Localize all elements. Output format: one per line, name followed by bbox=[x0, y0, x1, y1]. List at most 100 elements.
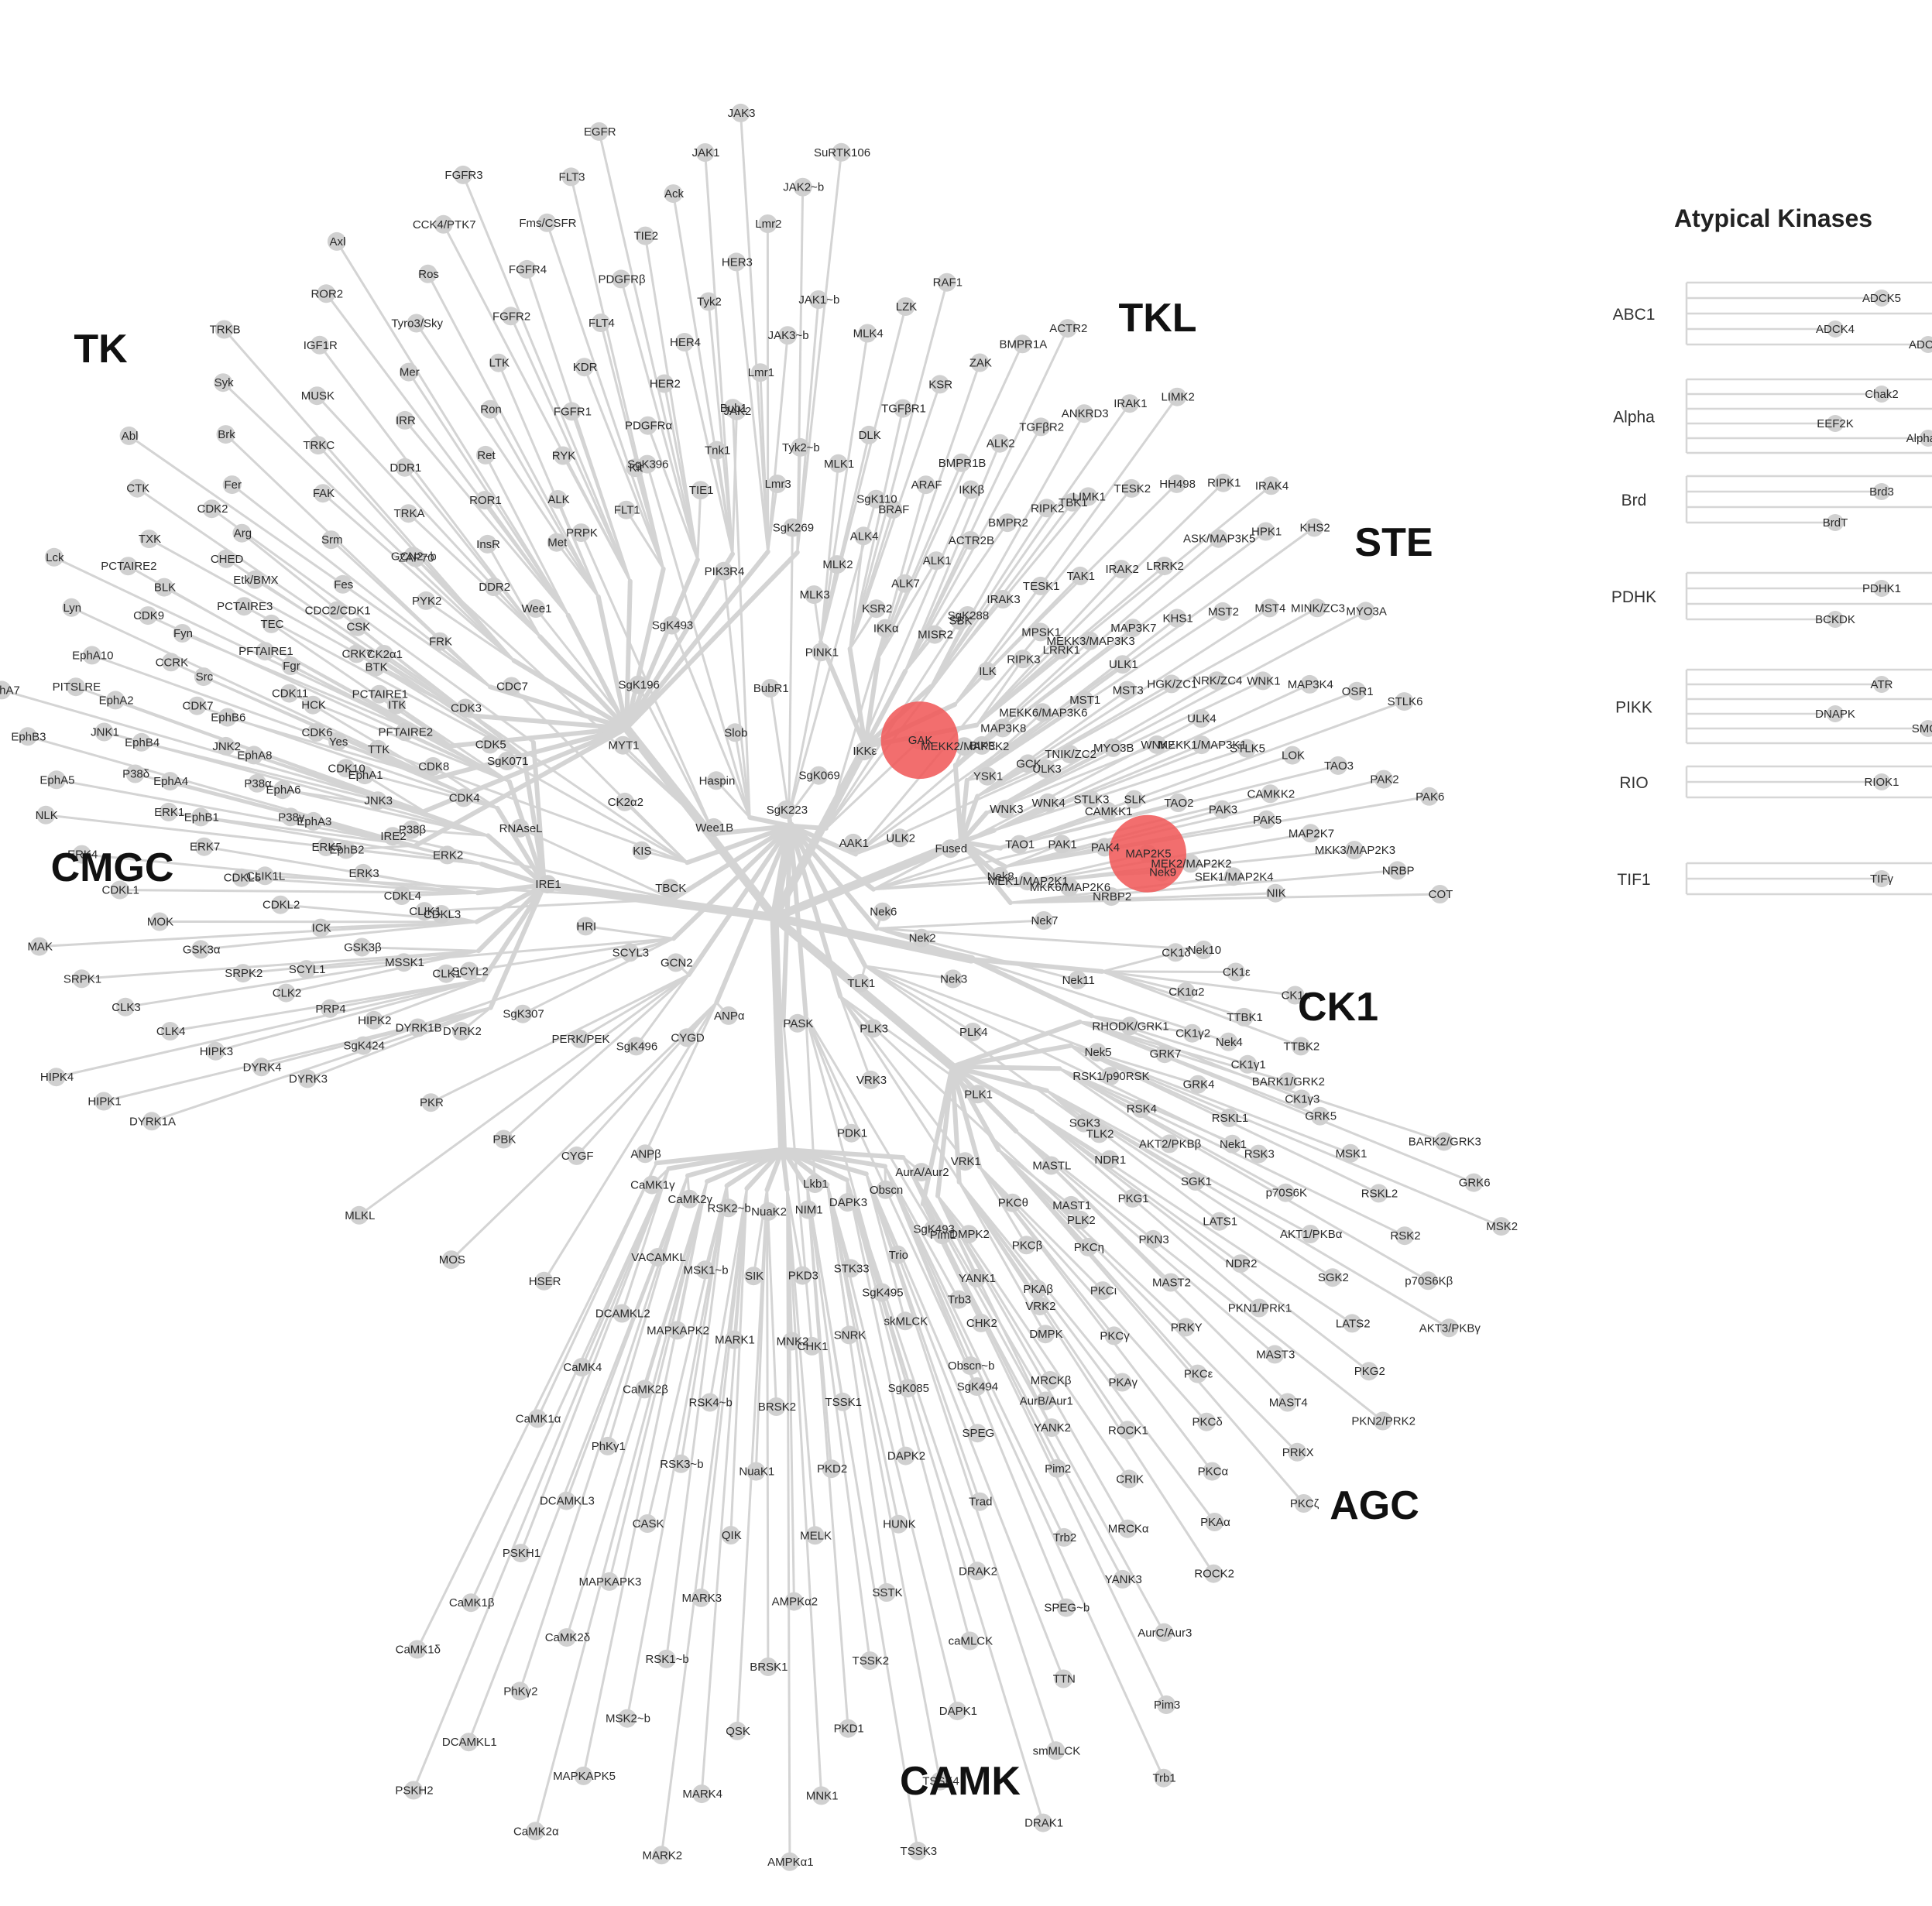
kinase-node-akt3-pkb[interactable] bbox=[1440, 1318, 1459, 1338]
kinase-node-flt3[interactable] bbox=[561, 167, 581, 187]
kinase-node-camk1-2[interactable] bbox=[642, 1175, 661, 1195]
kinase-node-srpk1[interactable] bbox=[72, 969, 91, 989]
kinase-node-scyl1[interactable] bbox=[297, 960, 316, 979]
kinase-node-wnk4[interactable] bbox=[1038, 793, 1058, 812]
kinase-node-ankrd3[interactable] bbox=[1075, 404, 1094, 423]
kinase-node-aurc-aur3[interactable] bbox=[1155, 1623, 1174, 1642]
kinase-node-ulk1[interactable] bbox=[1113, 655, 1132, 674]
kinase-node-mkk3-map2k3[interactable] bbox=[1345, 841, 1364, 860]
atypical-node-adck2[interactable] bbox=[1920, 336, 1932, 353]
kinase-node-grk6[interactable] bbox=[1464, 1173, 1484, 1192]
kinase-node-cdkl4[interactable] bbox=[392, 886, 411, 905]
kinase-node-vrk1[interactable] bbox=[956, 1152, 975, 1171]
kinase-node-mark2[interactable] bbox=[652, 1846, 671, 1865]
kinase-node-ysk1[interactable] bbox=[978, 766, 997, 786]
kinase-node-nek5[interactable] bbox=[1088, 1043, 1107, 1062]
kinase-node-ampk-1[interactable] bbox=[780, 1852, 799, 1871]
kinase-node-trb3[interactable] bbox=[949, 1290, 968, 1309]
kinase-node-mekk3-map3k3[interactable] bbox=[1080, 631, 1100, 650]
kinase-node-etk-bmx[interactable] bbox=[245, 570, 265, 589]
kinase-node-pak2[interactable] bbox=[1374, 770, 1393, 789]
kinase-node-ttk[interactable] bbox=[369, 739, 388, 759]
kinase-node-fgfr1[interactable] bbox=[562, 402, 582, 421]
kinase-node-tie1[interactable] bbox=[691, 481, 710, 500]
kinase-node-hser[interactable] bbox=[534, 1271, 554, 1291]
kinase-node-tssk4[interactable] bbox=[931, 1771, 949, 1791]
kinase-node-sgk494[interactable] bbox=[967, 1377, 987, 1396]
kinase-node-pink1[interactable] bbox=[812, 643, 831, 662]
kinase-node-erk2[interactable] bbox=[438, 845, 457, 865]
kinase-node-camk2-3[interactable] bbox=[557, 1628, 576, 1647]
kinase-node-bubr1[interactable] bbox=[760, 679, 780, 698]
kinase-node-p38[interactable] bbox=[281, 807, 300, 827]
kinase-node-mlk2[interactable] bbox=[828, 555, 846, 574]
kinase-node-rnasel[interactable] bbox=[510, 818, 530, 838]
kinase-node-trio[interactable] bbox=[888, 1245, 908, 1264]
kinase-node-irak4[interactable] bbox=[1261, 476, 1281, 495]
atypical-node-chak2[interactable] bbox=[1873, 386, 1890, 403]
kinase-node-vacamkl[interactable] bbox=[648, 1248, 667, 1267]
kinase-node-camk4[interactable] bbox=[572, 1358, 592, 1376]
kinase-node-ripk1[interactable] bbox=[1213, 473, 1233, 492]
kinase-node-pdgfr-2[interactable] bbox=[612, 269, 631, 289]
kinase-node-ksr2[interactable] bbox=[866, 599, 886, 619]
kinase-node-vrk3[interactable] bbox=[861, 1070, 880, 1089]
kinase-node-flt1[interactable] bbox=[616, 500, 636, 519]
kinase-node-haspin[interactable] bbox=[707, 771, 726, 790]
kinase-node-slk[interactable] bbox=[1124, 790, 1144, 809]
kinase-node-tyk2-b[interactable] bbox=[791, 437, 810, 457]
kinase-node-pkc-4[interactable] bbox=[1093, 1281, 1112, 1301]
atypical-node-bckdk[interactable] bbox=[1827, 611, 1844, 628]
kinase-node-ripk3[interactable] bbox=[1013, 650, 1032, 669]
kinase-node-ephb4[interactable] bbox=[132, 732, 151, 752]
kinase-node-sbk[interactable] bbox=[950, 611, 969, 630]
kinase-node-pitslre[interactable] bbox=[66, 677, 85, 697]
kinase-node-msk2[interactable] bbox=[1491, 1217, 1511, 1236]
kinase-node-kdr[interactable] bbox=[575, 358, 594, 377]
kinase-node-wnk1[interactable] bbox=[1253, 671, 1272, 691]
kinase-node-dyrk1a[interactable] bbox=[142, 1112, 161, 1131]
atypical-node-brdt[interactable] bbox=[1827, 514, 1844, 531]
kinase-node-alk7[interactable] bbox=[895, 574, 915, 593]
kinase-node-p38-3[interactable] bbox=[402, 820, 421, 839]
kinase-node-pak1[interactable] bbox=[1052, 835, 1072, 854]
kinase-node-lck[interactable] bbox=[44, 547, 63, 567]
kinase-node-pkc-7[interactable] bbox=[1104, 1326, 1124, 1346]
kinase-node-akt1-pkb[interactable] bbox=[1301, 1225, 1320, 1243]
kinase-node-trad[interactable] bbox=[970, 1492, 990, 1511]
kinase-node-trkb[interactable] bbox=[214, 320, 234, 339]
kinase-node-fyn[interactable] bbox=[173, 624, 192, 643]
kinase-node-jak1[interactable] bbox=[695, 143, 715, 162]
kinase-node-sgk495[interactable] bbox=[872, 1283, 891, 1302]
kinase-node-rsk4-b[interactable] bbox=[700, 1393, 719, 1412]
kinase-node-bmpr1b[interactable] bbox=[952, 453, 971, 472]
kinase-node-epha6[interactable] bbox=[273, 780, 292, 800]
kinase-node-ilk[interactable] bbox=[977, 662, 997, 681]
kinase-node-ror1[interactable] bbox=[475, 491, 494, 510]
atypical-node-brd3[interactable] bbox=[1873, 483, 1890, 500]
kinase-node-plk1[interactable] bbox=[968, 1085, 987, 1104]
kinase-node-mos[interactable] bbox=[441, 1250, 461, 1270]
kinase-node-prky[interactable] bbox=[1176, 1318, 1196, 1337]
kinase-node-arg[interactable] bbox=[232, 523, 252, 543]
kinase-node-yank1[interactable] bbox=[967, 1268, 986, 1287]
kinase-node-gcn2-b[interactable] bbox=[403, 547, 423, 566]
kinase-node-cdk5[interactable] bbox=[480, 735, 499, 754]
kinase-node-mst1[interactable] bbox=[1075, 691, 1094, 709]
kinase-node-nim1[interactable] bbox=[798, 1200, 818, 1219]
kinase-node-limk1[interactable] bbox=[1079, 487, 1098, 506]
kinase-node-her2[interactable] bbox=[654, 374, 674, 393]
kinase-node-scyl2[interactable] bbox=[460, 962, 479, 981]
kinase-node-yank2[interactable] bbox=[1042, 1418, 1061, 1438]
kinase-node-sgk496[interactable] bbox=[626, 1037, 646, 1056]
kinase-node-epha4[interactable] bbox=[160, 772, 180, 791]
atypical-node-pdhk1[interactable] bbox=[1873, 580, 1890, 597]
kinase-node-qik[interactable] bbox=[721, 1526, 740, 1544]
kinase-node-mst3[interactable] bbox=[1117, 680, 1137, 700]
kinase-node-mst2[interactable] bbox=[1213, 602, 1232, 621]
kinase-node-pkd3[interactable] bbox=[793, 1266, 812, 1285]
kinase-node-pkc-3[interactable] bbox=[1294, 1494, 1313, 1513]
kinase-node-tssk1[interactable] bbox=[833, 1392, 853, 1411]
kinase-node-mekk1-map3k1[interactable] bbox=[1192, 735, 1211, 755]
kinase-node-map3k7[interactable] bbox=[1123, 619, 1142, 638]
